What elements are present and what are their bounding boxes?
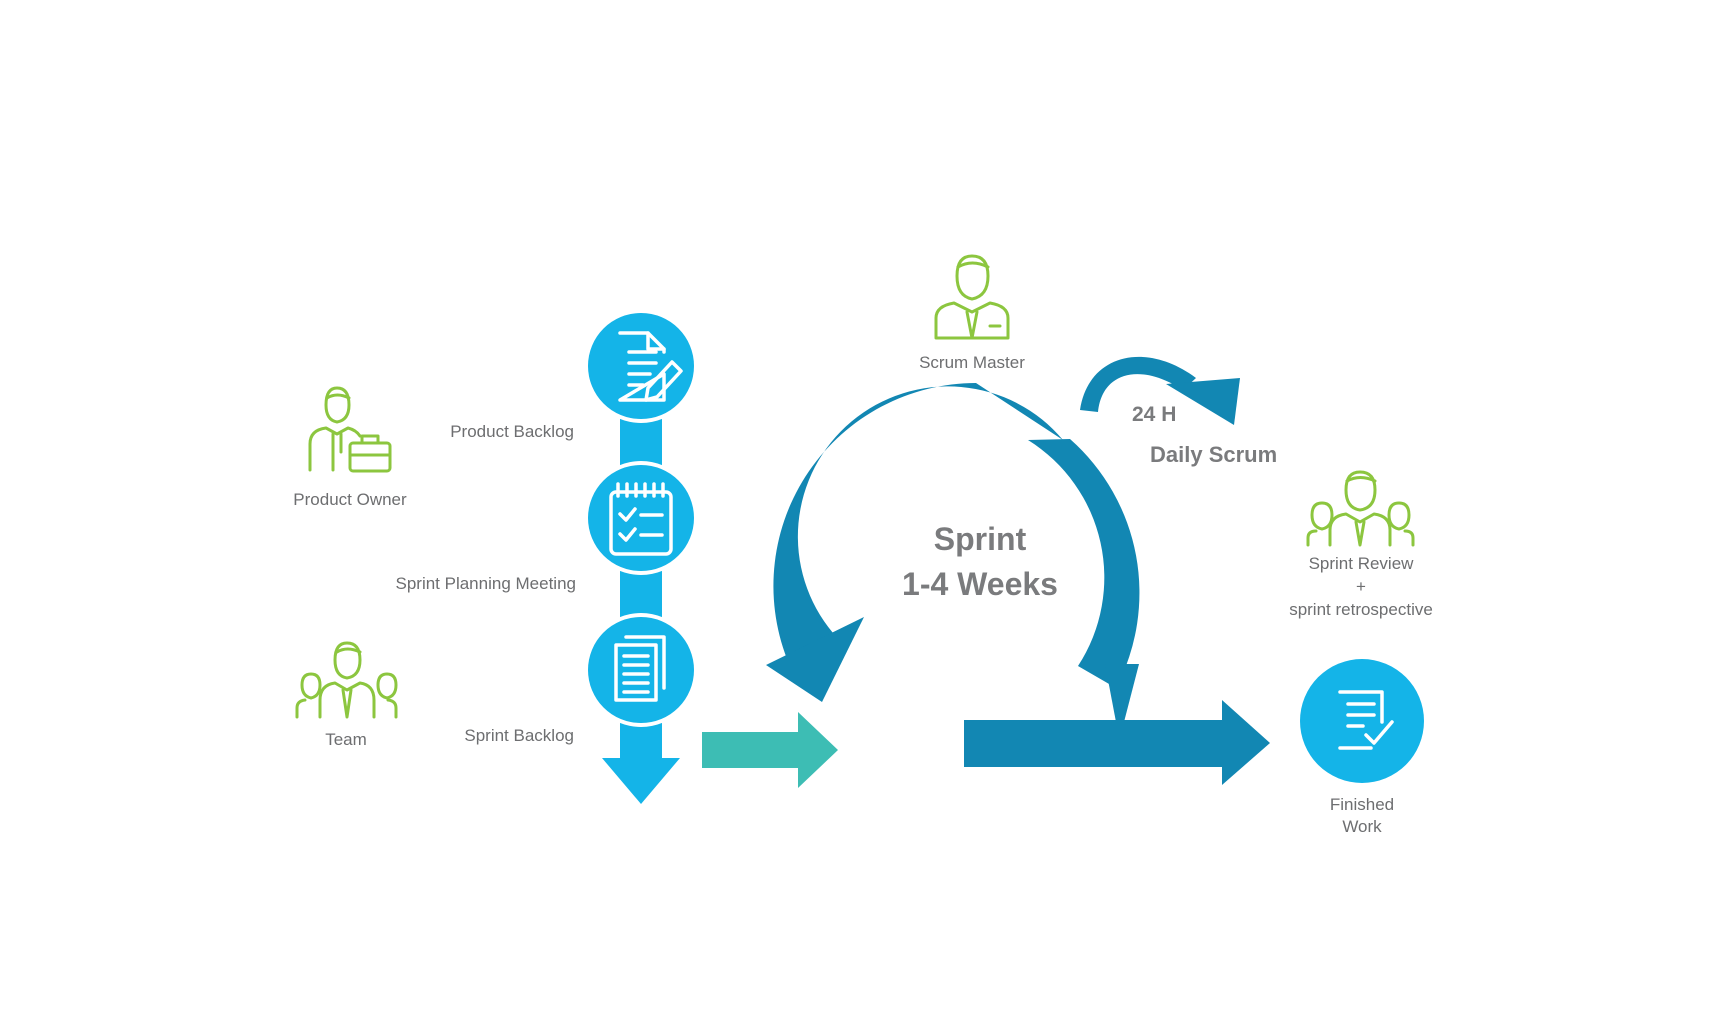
document-pencil-icon bbox=[618, 331, 683, 402]
scrum-master-label: Scrum Master bbox=[919, 353, 1025, 372]
work-label: Work bbox=[1342, 817, 1382, 836]
daily-loop-arrow bbox=[1080, 356, 1240, 425]
sprint-review-label: Sprint Review bbox=[1308, 554, 1414, 573]
sprint-loop bbox=[766, 383, 1270, 785]
product-backlog-label: Product Backlog bbox=[450, 422, 574, 441]
sprint-retrospective-label: sprint retrospective bbox=[1289, 600, 1433, 619]
person-icon bbox=[934, 254, 1010, 340]
team-icon bbox=[297, 641, 398, 717]
sprint-duration: 1-4 Weeks bbox=[902, 566, 1058, 602]
sprint-backlog-label: Sprint Backlog bbox=[464, 726, 574, 745]
daily-scrum-label: Daily Scrum bbox=[1150, 442, 1278, 467]
sprint-planning-circle bbox=[584, 461, 698, 575]
teal-arrow bbox=[702, 712, 838, 788]
product-owner-label: Product Owner bbox=[293, 490, 407, 509]
cycle-hours-label: 24 H bbox=[1132, 403, 1177, 426]
finished-work-circle bbox=[1300, 659, 1424, 783]
sprint-review-plus: + bbox=[1356, 577, 1366, 596]
notepad-checklist-icon bbox=[609, 482, 673, 556]
product-backlog-circle bbox=[584, 309, 698, 423]
group-icon bbox=[1306, 470, 1415, 547]
document-check-icon bbox=[1338, 690, 1394, 750]
documents-stack-icon bbox=[614, 635, 666, 702]
team-label: Team bbox=[325, 730, 367, 749]
sprint-title: Sprint bbox=[933, 521, 1027, 557]
backlog-down-arrow bbox=[602, 758, 680, 804]
finished-label: Finished bbox=[1329, 795, 1395, 814]
sprint-backlog-circle bbox=[584, 613, 698, 727]
businessman-briefcase-icon bbox=[308, 386, 392, 473]
sprint-planning-label: Sprint Planning Meeting bbox=[395, 574, 576, 593]
